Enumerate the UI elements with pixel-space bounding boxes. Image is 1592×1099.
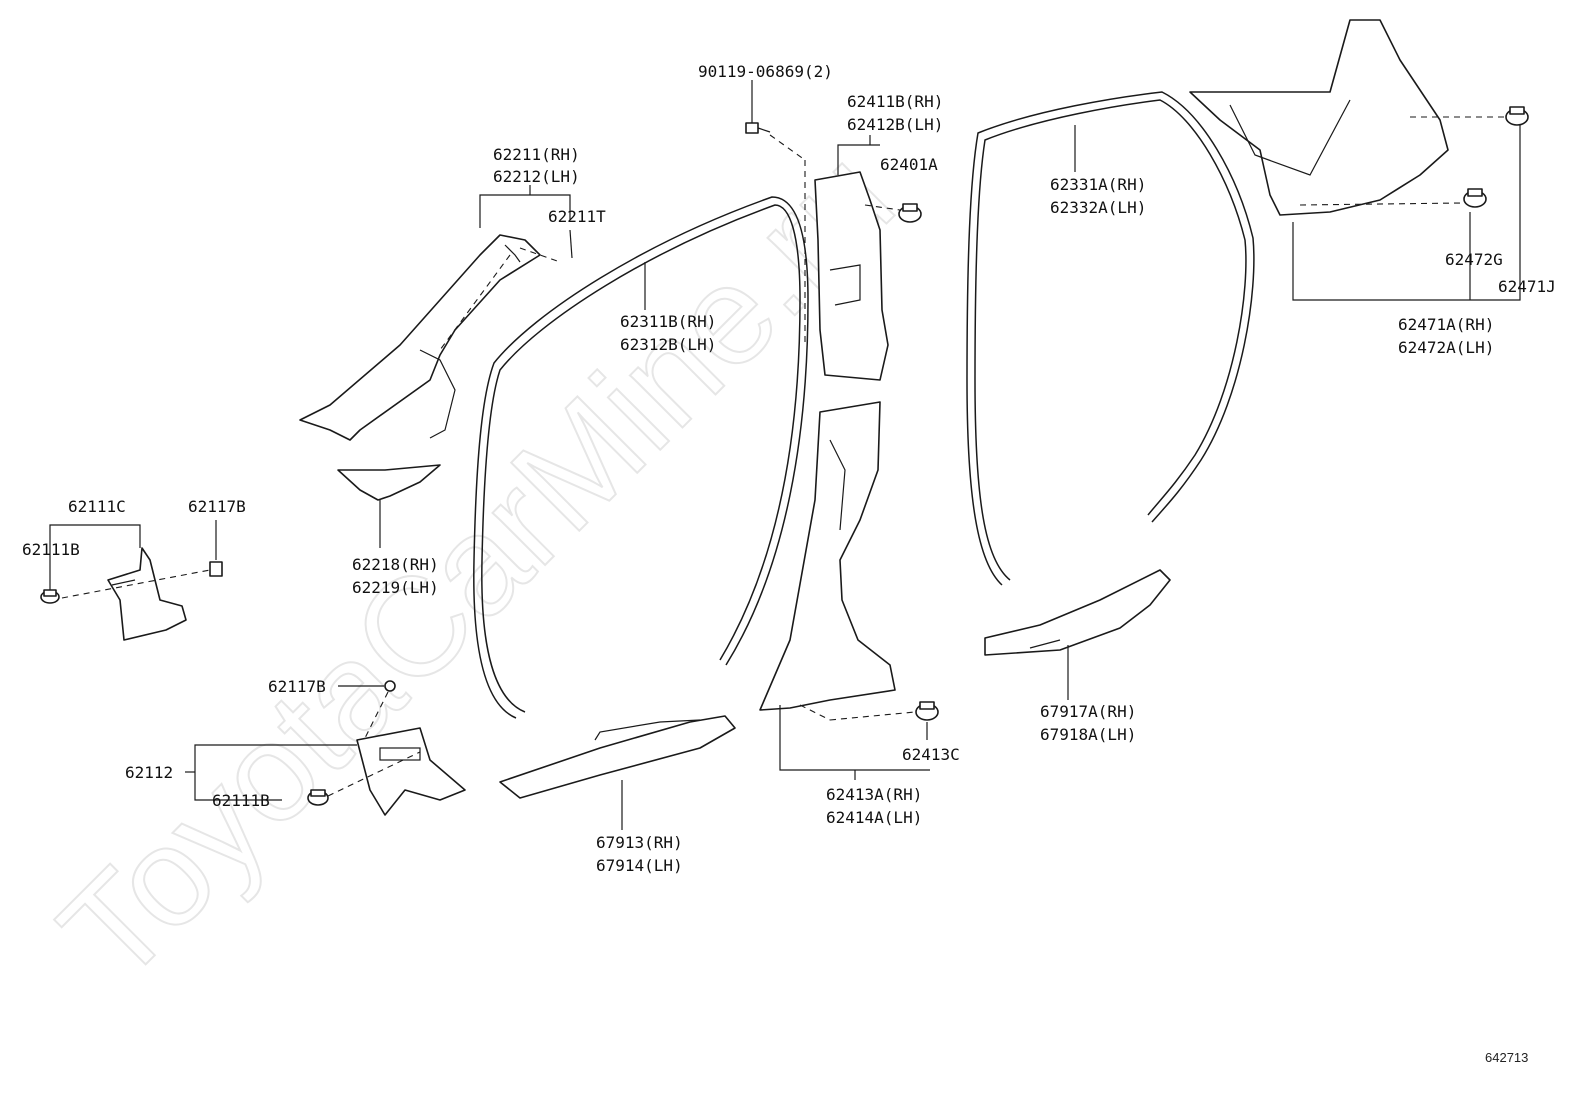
label-62211t: 62211T (548, 207, 606, 226)
clip-62117b-bottom-part (384, 680, 396, 692)
label-62331a-rh: 62331A(RH) (1050, 175, 1146, 194)
label-62117b-top: 62117B (188, 497, 246, 516)
front-door-weatherstrip-part (473, 196, 809, 719)
clip-62471j-part (1505, 106, 1529, 126)
screw-90119-part (745, 122, 771, 134)
label-62471a-rh: 62471A(RH) (1398, 315, 1494, 334)
label-62312b-lh: 62312B(LH) (620, 335, 716, 354)
label-62111b-top: 62111B (22, 540, 80, 559)
label-62111c: 62111C (68, 497, 126, 516)
label-62218-rh: 62218(RH) (352, 555, 439, 574)
leader-lines (49, 80, 1521, 830)
label-67913-rh: 67913(RH) (596, 833, 683, 852)
label-67918a-lh: 67918A(LH) (1040, 725, 1136, 744)
label-62414a-lh: 62414A(LH) (826, 808, 922, 827)
label-67917a-rh: 67917A(RH) (1040, 702, 1136, 721)
diagram-id-label: 642713 (1485, 1050, 1528, 1065)
label-62401a: 62401A (880, 155, 938, 174)
label-62117b-bottom: 62117B (268, 677, 326, 696)
label-62311b-rh: 62311B(RH) (620, 312, 716, 331)
label-62413c: 62413C (902, 745, 960, 764)
label-67914-lh: 67914(LH) (596, 856, 683, 875)
front-scuff-plate-part (499, 715, 736, 799)
clip-62111b-bottom-part (307, 789, 329, 806)
watermark-text: ToyotaCarMine.ru (30, 119, 922, 1011)
rear-scuff-plate-part (984, 569, 1171, 656)
label-62332a-lh: 62332A(LH) (1050, 198, 1146, 217)
rear-door-weatherstrip-part (966, 91, 1255, 586)
label-62219-lh: 62219(LH) (352, 578, 439, 597)
label-62112: 62112 (125, 763, 173, 782)
cowl-side-trim-part (107, 547, 187, 641)
label-62111b-bottom: 62111B (212, 791, 270, 810)
label-90119-06869: 90119-06869(2) (698, 62, 833, 81)
label-62211-rh: 62211(RH) (493, 145, 580, 164)
label-62471j: 62471J (1498, 277, 1556, 296)
clip-62117b-top-part (209, 561, 223, 577)
a-pillar-trim-part (299, 234, 541, 441)
clip-62413c-part (915, 701, 939, 721)
label-62212-lh: 62212(LH) (493, 167, 580, 186)
roof-side-trim-part (1189, 19, 1449, 216)
label-62413a-rh: 62413A(RH) (826, 785, 922, 804)
clip-62472g-part (1463, 188, 1487, 208)
cowl-trim-62112-part (356, 727, 466, 816)
clip-62401a-part (898, 203, 922, 223)
label-62412b-lh: 62412B(LH) (847, 115, 943, 134)
label-62411b-rh: 62411B(RH) (847, 92, 943, 111)
label-62472g: 62472G (1445, 250, 1503, 269)
label-62472a-lh: 62472A(LH) (1398, 338, 1494, 357)
center-pillar-lower-trim-part (759, 401, 896, 711)
a-pillar-lower-trim-part (337, 464, 441, 501)
clip-62111b-top-part (40, 589, 60, 604)
center-pillar-upper-trim-part (814, 171, 889, 381)
